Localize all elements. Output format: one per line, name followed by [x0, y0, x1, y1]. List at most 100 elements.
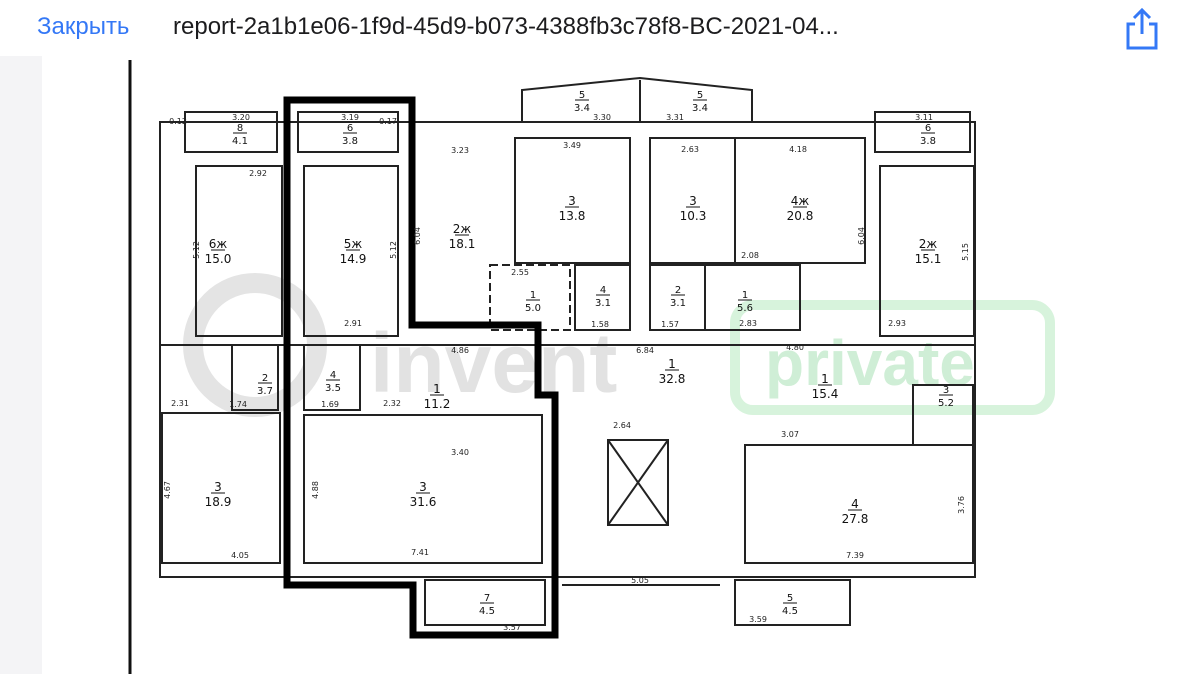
room-area: 3.4 [574, 103, 590, 114]
room-area: 4.5 [479, 606, 495, 617]
dimension-label: 3.49 [563, 141, 581, 150]
room-number: 5 [787, 593, 793, 604]
room-area: 27.8 [842, 512, 869, 526]
room-area: 5.2 [938, 398, 954, 409]
room-number: 4 [851, 497, 859, 511]
room-number: 8 [237, 123, 243, 134]
dimension-label: 3.76 [957, 496, 966, 514]
dimension-label: 3.31 [666, 113, 684, 122]
dimension-label: 1.74 [229, 400, 247, 409]
dimension-label: 2.63 [681, 145, 699, 154]
room-area: 5.6 [737, 303, 753, 314]
dimension-label: 4.88 [311, 481, 320, 499]
room-area: 3.7 [257, 386, 273, 397]
room-area: 18.9 [205, 495, 232, 509]
dimension-label: 3.11 [915, 113, 933, 122]
dimension-label: 0.12 [169, 117, 187, 126]
dimension-labels: 3.20 3.19 0.12 0.17 2.92 5.12 5.12 2.91 3.23 3.49… [163, 113, 970, 632]
room-area: 5.0 [525, 303, 541, 314]
dimension-label: 2.31 [171, 399, 189, 408]
room-number: 1 [821, 372, 829, 386]
dimension-label: 2.91 [344, 319, 362, 328]
dimension-label: 3.07 [781, 430, 799, 439]
room-number: 3 [568, 194, 576, 208]
dimension-label: 2.92 [249, 169, 267, 178]
room-number: 2ж [453, 222, 472, 236]
room-area: 3.1 [670, 298, 686, 309]
room-area: 14.9 [340, 252, 367, 266]
dimension-label: 3.20 [232, 113, 250, 122]
room-number: 1 [433, 382, 441, 396]
dimension-label: 3.57 [503, 623, 521, 632]
room-area: 13.8 [559, 209, 586, 223]
dimension-label: 2.83 [739, 319, 757, 328]
room-area: 15.1 [915, 252, 942, 266]
dimension-label: 4.67 [163, 481, 172, 499]
room-number: 2 [262, 373, 268, 384]
room-area: 3.5 [325, 383, 341, 394]
dimension-label: 4.18 [789, 145, 807, 154]
room-number: 5 [697, 90, 703, 101]
room-number: 5ж [344, 237, 363, 251]
room-number: 7 [484, 593, 490, 604]
dimension-label: 3.23 [451, 146, 469, 155]
room-area: 18.1 [449, 237, 476, 251]
room-area: 3.1 [595, 298, 611, 309]
dimension-label: 5.12 [389, 241, 398, 259]
dimension-label: 5.15 [961, 243, 970, 261]
dimension-label: 6.04 [413, 227, 422, 245]
dimension-label: 5.12 [192, 241, 201, 259]
document-title: report-2a1b1e06-1f9d-45d9-b073-4388fb3c7… [173, 13, 839, 40]
dimension-label: 1.69 [321, 400, 339, 409]
room-area: 15.4 [812, 387, 839, 401]
room-number: 3 [943, 385, 949, 396]
dimension-label: 7.41 [411, 548, 429, 557]
room-number: 3 [689, 194, 697, 208]
dimension-label: 2.93 [888, 319, 906, 328]
dimension-label: 2.32 [383, 399, 401, 408]
room-number: 1 [530, 290, 536, 301]
dimension-label: 6.84 [636, 346, 654, 355]
room-area: 3.8 [920, 136, 936, 147]
dimension-label: 4.86 [451, 346, 469, 355]
room-number: 4ж [791, 194, 810, 208]
room-area: 4.5 [782, 606, 798, 617]
dimension-label: 4.80 [786, 343, 804, 352]
dimension-label: 3.59 [749, 615, 767, 624]
selected-apartment-outline [283, 96, 559, 639]
room-number: 4 [330, 370, 336, 381]
dimension-label: 0.17 [379, 117, 397, 126]
room-area: 4.1 [232, 136, 248, 147]
room-area: 10.3 [680, 209, 707, 223]
dimension-label: 3.19 [341, 113, 359, 122]
room-number: 2 [675, 285, 681, 296]
room-area: 32.8 [659, 372, 686, 386]
room-number: 3 [214, 480, 222, 494]
room-area: 11.2 [424, 397, 451, 411]
room-labels: 84.163.853.453.463.86ж15.05ж14.92ж18.131… [205, 90, 954, 617]
room-number: 4 [600, 285, 606, 296]
dimension-label: 1.57 [661, 320, 679, 329]
share-icon[interactable] [1122, 6, 1162, 52]
dimension-label: 2.08 [741, 251, 759, 260]
room-number: 6 [347, 123, 353, 134]
dimension-label: 7.39 [846, 551, 864, 560]
dimension-label: 2.64 [613, 421, 631, 430]
room-area: 3.8 [342, 136, 358, 147]
dimension-label: 3.30 [593, 113, 611, 122]
viewer-header: Закрыть report-2a1b1e06-1f9d-45d9-b073-4… [0, 0, 1200, 56]
dimension-label: 3.40 [451, 448, 469, 457]
room-number: 3 [419, 480, 427, 494]
dimension-label: 4.05 [231, 551, 249, 560]
walls [159, 76, 976, 626]
room-number: 6 [925, 123, 931, 134]
dimension-label: 5.05 [631, 576, 649, 585]
close-button[interactable]: Закрыть [37, 13, 130, 40]
dimension-label: 2.55 [511, 268, 529, 277]
room-number: 5 [579, 90, 585, 101]
room-area: 31.6 [410, 495, 437, 509]
room-number: 2ж [919, 237, 938, 251]
